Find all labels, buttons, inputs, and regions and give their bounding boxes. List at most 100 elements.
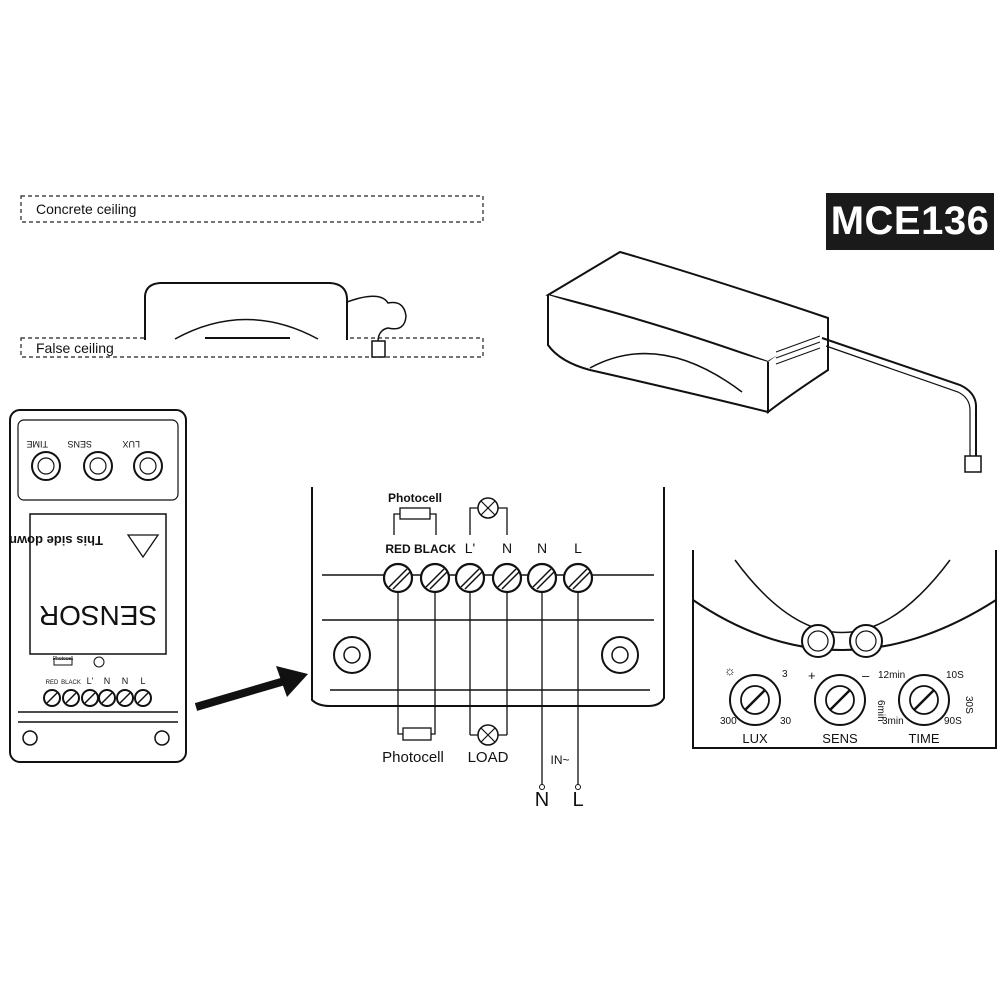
sensor-3d-front [547, 295, 769, 414]
sensor-3d-wire-shadow [825, 345, 971, 458]
wiring-housing [311, 487, 665, 707]
wiring-load-label: LOAD [468, 749, 509, 766]
sens-minus-label: – [862, 668, 870, 683]
sens-dial-label: SENS [822, 731, 858, 746]
model-badge: MCE136 [826, 193, 994, 250]
wiring-terminal-black: BLACK [414, 542, 456, 556]
module-time-label: TIME [27, 439, 49, 449]
module-terminal-n1: N [104, 676, 111, 686]
time-dial-label: TIME [908, 731, 939, 746]
sensor-lens-curve [174, 318, 319, 340]
photocell-plug [371, 340, 386, 358]
wiring-input-label: IN~ [550, 753, 569, 767]
controls-led-right-inner [855, 630, 877, 652]
concrete-ceiling-label: Concrete ceiling [36, 201, 136, 217]
wiring-photocell-wires [397, 592, 436, 728]
controls-detail: ☼ 3 300 30 LUX + – SENS 12min 6min 3min … [692, 550, 997, 749]
wiring-input-wires [541, 592, 579, 785]
module-mount-hole-right [154, 730, 170, 746]
module-warning-text: This side down [9, 533, 103, 548]
time-12min-label: 12min [878, 670, 905, 681]
time-knob-inner [37, 457, 55, 475]
lux-min-label: 300 [720, 716, 737, 727]
controls-panel-curve [692, 599, 997, 651]
module-mount-hole-left [22, 730, 38, 746]
wiring-terminal-red: RED [385, 542, 411, 556]
control-module: TIME SENS LUX This side down SENSOR Phot… [9, 409, 187, 763]
module-terminal-screws [43, 689, 152, 707]
ceiling-sketch: Concrete ceiling False ceiling [20, 195, 484, 358]
time-dial-pointer [913, 689, 935, 711]
lux-sun-icon: ☼ [724, 663, 736, 678]
time-6min-label: 6min [875, 700, 886, 722]
wiring-photocell-top-label: Photocell [388, 491, 442, 505]
false-ceiling-label: False ceiling [36, 340, 114, 356]
wiring-lamp-top-leads [469, 507, 508, 535]
module-terminal-lprime: L' [87, 676, 94, 686]
controls-led-left-inner [807, 630, 829, 652]
photocell-wire-loop [346, 295, 407, 343]
wiring-terminal-n2: N [537, 540, 547, 556]
wiring-photocell-bottom-symbol [402, 727, 432, 741]
module-top-panel [17, 419, 179, 501]
wiring-load-lamp-cross [480, 727, 496, 743]
sensor-side-body [144, 282, 348, 340]
sensor-3d [545, 250, 982, 473]
wiring-photocell-top-symbol [399, 507, 431, 520]
sensor-3d-lens [589, 352, 743, 393]
lux-dial-label: LUX [742, 731, 768, 746]
wiring-photocell-bottom-label: Photocell [382, 749, 444, 766]
module-lamp-icon [93, 656, 105, 668]
zoom-arrow [194, 676, 290, 711]
wiring-lamp-top-cross [480, 500, 496, 516]
module-lux-label: LUX [122, 439, 140, 449]
wiring-load-wires [469, 592, 508, 735]
wiring-terminal-n1: N [502, 540, 512, 556]
wiring-terminal-l: L [574, 540, 582, 556]
module-bottom-rail [18, 711, 178, 723]
wiring-terminal-lprime: L' [465, 540, 475, 556]
module-photocell-label: Photocell [53, 656, 74, 662]
sensor-3d-wire [821, 337, 977, 458]
controls-lens-arc [734, 559, 951, 634]
sensor-3d-vents [775, 335, 821, 365]
module-terminal-red: RED [46, 680, 59, 686]
wiring-photocell-top-leads [393, 513, 437, 535]
warning-triangle-icon [126, 534, 160, 559]
time-knob [31, 451, 61, 481]
wiring-n-terminal-dot [539, 784, 545, 790]
module-brand-text: SENSOR [39, 600, 157, 631]
wiring-n-label: N [535, 789, 549, 811]
sensor-3d-side [767, 318, 829, 415]
lux-max-label: 3 [782, 669, 788, 680]
sens-knob-inner [89, 457, 107, 475]
wiring-mount-left-inner [343, 646, 361, 664]
module-sens-label: SENS [67, 439, 92, 449]
zoom-arrowhead [276, 666, 308, 697]
sens-dial-pointer [829, 689, 851, 711]
time-30s-label: 30S [963, 696, 974, 714]
concrete-ceiling-box [20, 195, 484, 223]
controls-frame [692, 550, 997, 749]
time-90s-label: 90S [944, 716, 962, 727]
wiring-detail: Photocell RED BLACK L' N N L [311, 487, 665, 811]
module-label-plate [29, 513, 167, 655]
module-terminal-black: BLACK [61, 680, 81, 686]
wiring-photocell-bottom-leads [397, 728, 436, 735]
wiring-mount-right-inner [611, 646, 629, 664]
wiring-terminal-screws [382, 562, 594, 594]
wiring-l-terminal-dot [575, 784, 581, 790]
controls-led-left [801, 624, 835, 658]
wiring-l-label: L [572, 789, 583, 811]
controls-led-right [849, 624, 883, 658]
lux-mid-label: 30 [780, 716, 792, 727]
lux-dial-pointer [744, 689, 766, 711]
wiring-housing-lines [322, 574, 654, 691]
lux-knob-inner [139, 457, 157, 475]
module-terminal-l: L [140, 676, 145, 686]
module-photocell-symbol [53, 658, 73, 666]
sens-plus-label: + [808, 668, 816, 683]
lux-knob [133, 451, 163, 481]
